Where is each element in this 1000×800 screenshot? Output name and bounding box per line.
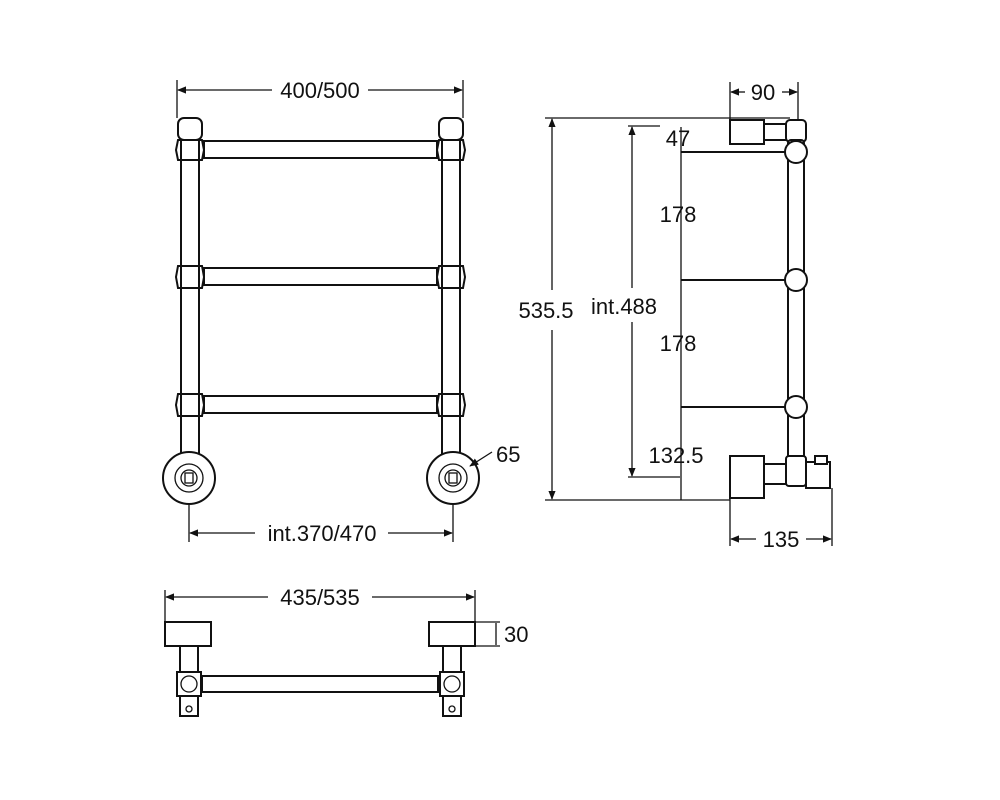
plan-width-label: 435/535 xyxy=(280,585,360,610)
front-inner-width-dimension: int.370/470 xyxy=(188,505,454,546)
right-post xyxy=(435,117,467,461)
front-view: 400/500 xyxy=(162,78,520,546)
side-valve-depth-dimension: 135 xyxy=(729,488,833,552)
left-valve xyxy=(162,451,216,505)
side-chain-dimension: 47 178 178 132.5 xyxy=(648,126,704,500)
side-rail-lines xyxy=(681,151,785,408)
front-width-dimension: 400/500 xyxy=(176,78,464,118)
side-height-label: 535.5 xyxy=(518,298,573,323)
plan-rail xyxy=(201,675,439,693)
side-height-dimension: 535.5 xyxy=(518,117,790,501)
side-valve xyxy=(729,455,831,499)
plan-width-dimension: 435/535 xyxy=(164,585,476,625)
side-view: 90 xyxy=(518,80,833,552)
side-depth-label: 90 xyxy=(751,80,775,105)
side-depth-dimension: 90 xyxy=(729,80,799,120)
valve-callout: 65 xyxy=(469,442,520,467)
bottom-offset-label: 132.5 xyxy=(648,443,703,468)
valve-depth-label: 135 xyxy=(763,527,800,552)
front-width-label: 400/500 xyxy=(280,78,360,103)
lower-spacing-label: 178 xyxy=(660,331,697,356)
plan-bracket-depth-dimension: 30 xyxy=(475,621,528,647)
left-post xyxy=(174,117,206,461)
plan-left-bracket xyxy=(164,621,212,717)
top-offset-label: 47 xyxy=(666,126,690,151)
bracket-depth-label: 30 xyxy=(504,622,528,647)
front-rails xyxy=(203,140,438,414)
side-inner-height-label: int.488 xyxy=(591,294,657,319)
side-post xyxy=(784,139,808,461)
plan-right-bracket xyxy=(428,621,476,717)
plan-view: 435/535 30 xyxy=(164,585,528,717)
valve-size-label: 65 xyxy=(496,442,520,467)
front-inner-width-label: int.370/470 xyxy=(268,521,377,546)
side-inner-height-dimension: int.488 xyxy=(591,125,680,478)
upper-spacing-label: 178 xyxy=(660,202,697,227)
right-valve xyxy=(426,451,480,505)
